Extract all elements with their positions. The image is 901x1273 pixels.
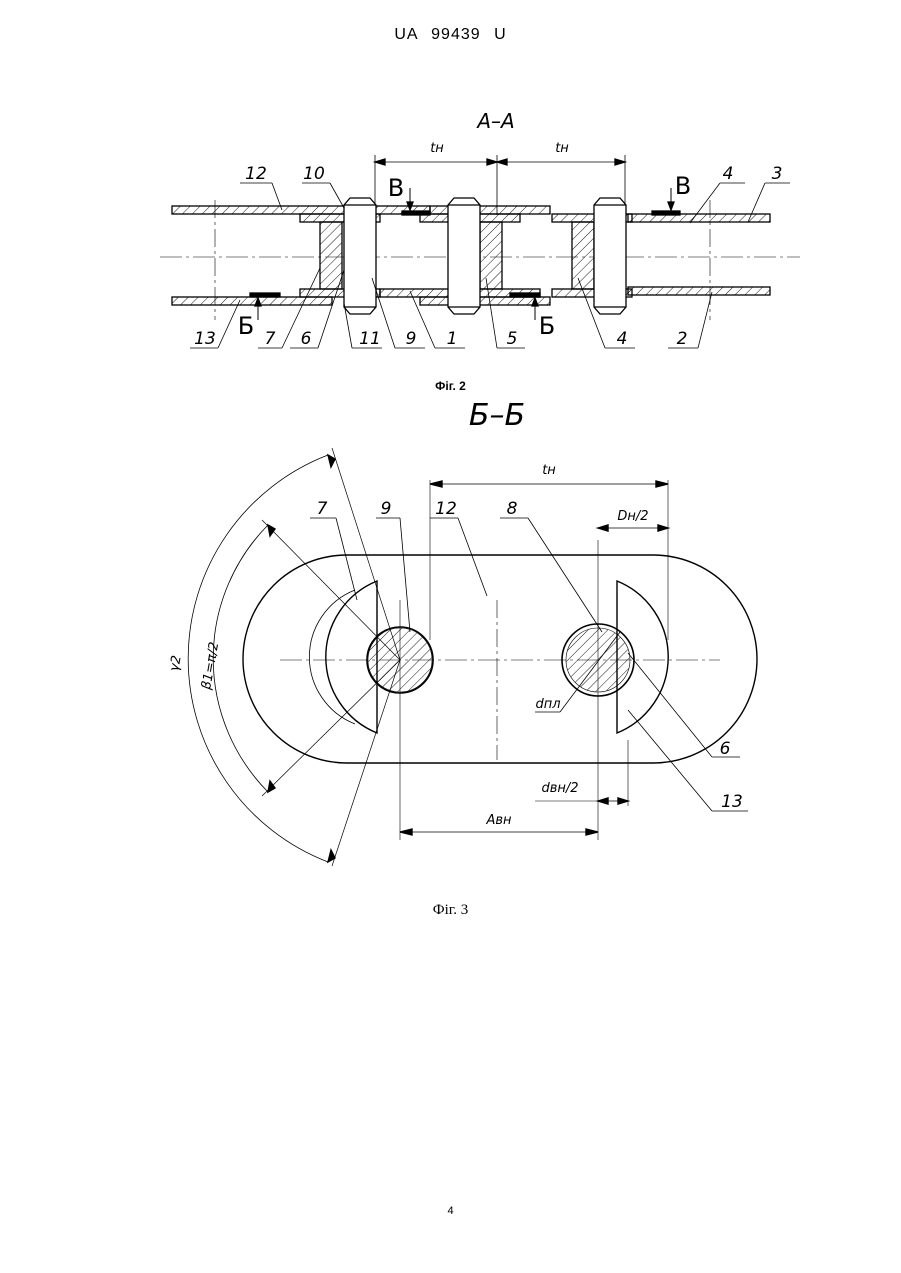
section-mark-v-right: В: [675, 172, 691, 200]
fig3-label-6: 6: [720, 739, 731, 759]
fig2-label-9: 9: [406, 329, 417, 349]
fig2-label-10: 10: [303, 164, 325, 184]
section-mark-b-left: Б: [238, 312, 254, 340]
figure-3: Б–Б tн Dн/2 dвн/2: [167, 398, 757, 866]
fig3-dim-inner-half: dвн/2: [541, 781, 578, 796]
fig2-label-2: 2: [677, 329, 688, 349]
fig3-label-8: 8: [507, 499, 518, 519]
fig2-section-title: А–А: [475, 109, 514, 133]
fig3-label-7: 7: [317, 499, 328, 519]
figure-3-caption: Фіг. 3: [0, 902, 901, 919]
fig3-pitch-label: tн: [542, 463, 556, 478]
fig3-label-13: 13: [721, 792, 743, 812]
fig2-label-6: 6: [301, 329, 312, 349]
section-mark-b-right: Б: [539, 312, 555, 340]
section-mark-v-left: В: [388, 174, 404, 202]
fig2-label-12: 12: [245, 164, 267, 184]
fig3-angle-beta: β1=π/2: [199, 641, 222, 692]
fig2-label-3: 3: [772, 164, 783, 184]
fig2-label-5: 5: [507, 329, 518, 349]
fig3-label-9: 9: [381, 499, 392, 519]
fig3-angle-total: γ2: [167, 654, 185, 672]
fig2-label-7: 7: [265, 329, 276, 349]
fig3-dim-outer-half: Dн/2: [617, 509, 648, 524]
fig2-pitch-left: tн: [430, 141, 444, 156]
fig3-label-12: 12: [435, 499, 457, 519]
figure-2: А–А tн tн: [160, 109, 800, 349]
page-number: 4: [0, 1205, 901, 1217]
fig3-section-title: Б–Б: [469, 398, 525, 433]
fig2-pitch-right: tн: [555, 141, 569, 156]
fig3-dim-distance: Aвн: [485, 813, 512, 828]
fig2-label-4-top: 4: [723, 164, 734, 184]
figure-2-caption: Фіг. 2: [0, 379, 901, 393]
fig2-label-11: 11: [359, 329, 381, 349]
fig2-label-4-bottom: 4: [617, 329, 628, 349]
fig3-dim-pin: dпл: [535, 697, 560, 712]
fig2-label-1: 1: [447, 329, 458, 349]
link-plate-outline: [243, 555, 757, 763]
fig2-label-13: 13: [194, 329, 216, 349]
